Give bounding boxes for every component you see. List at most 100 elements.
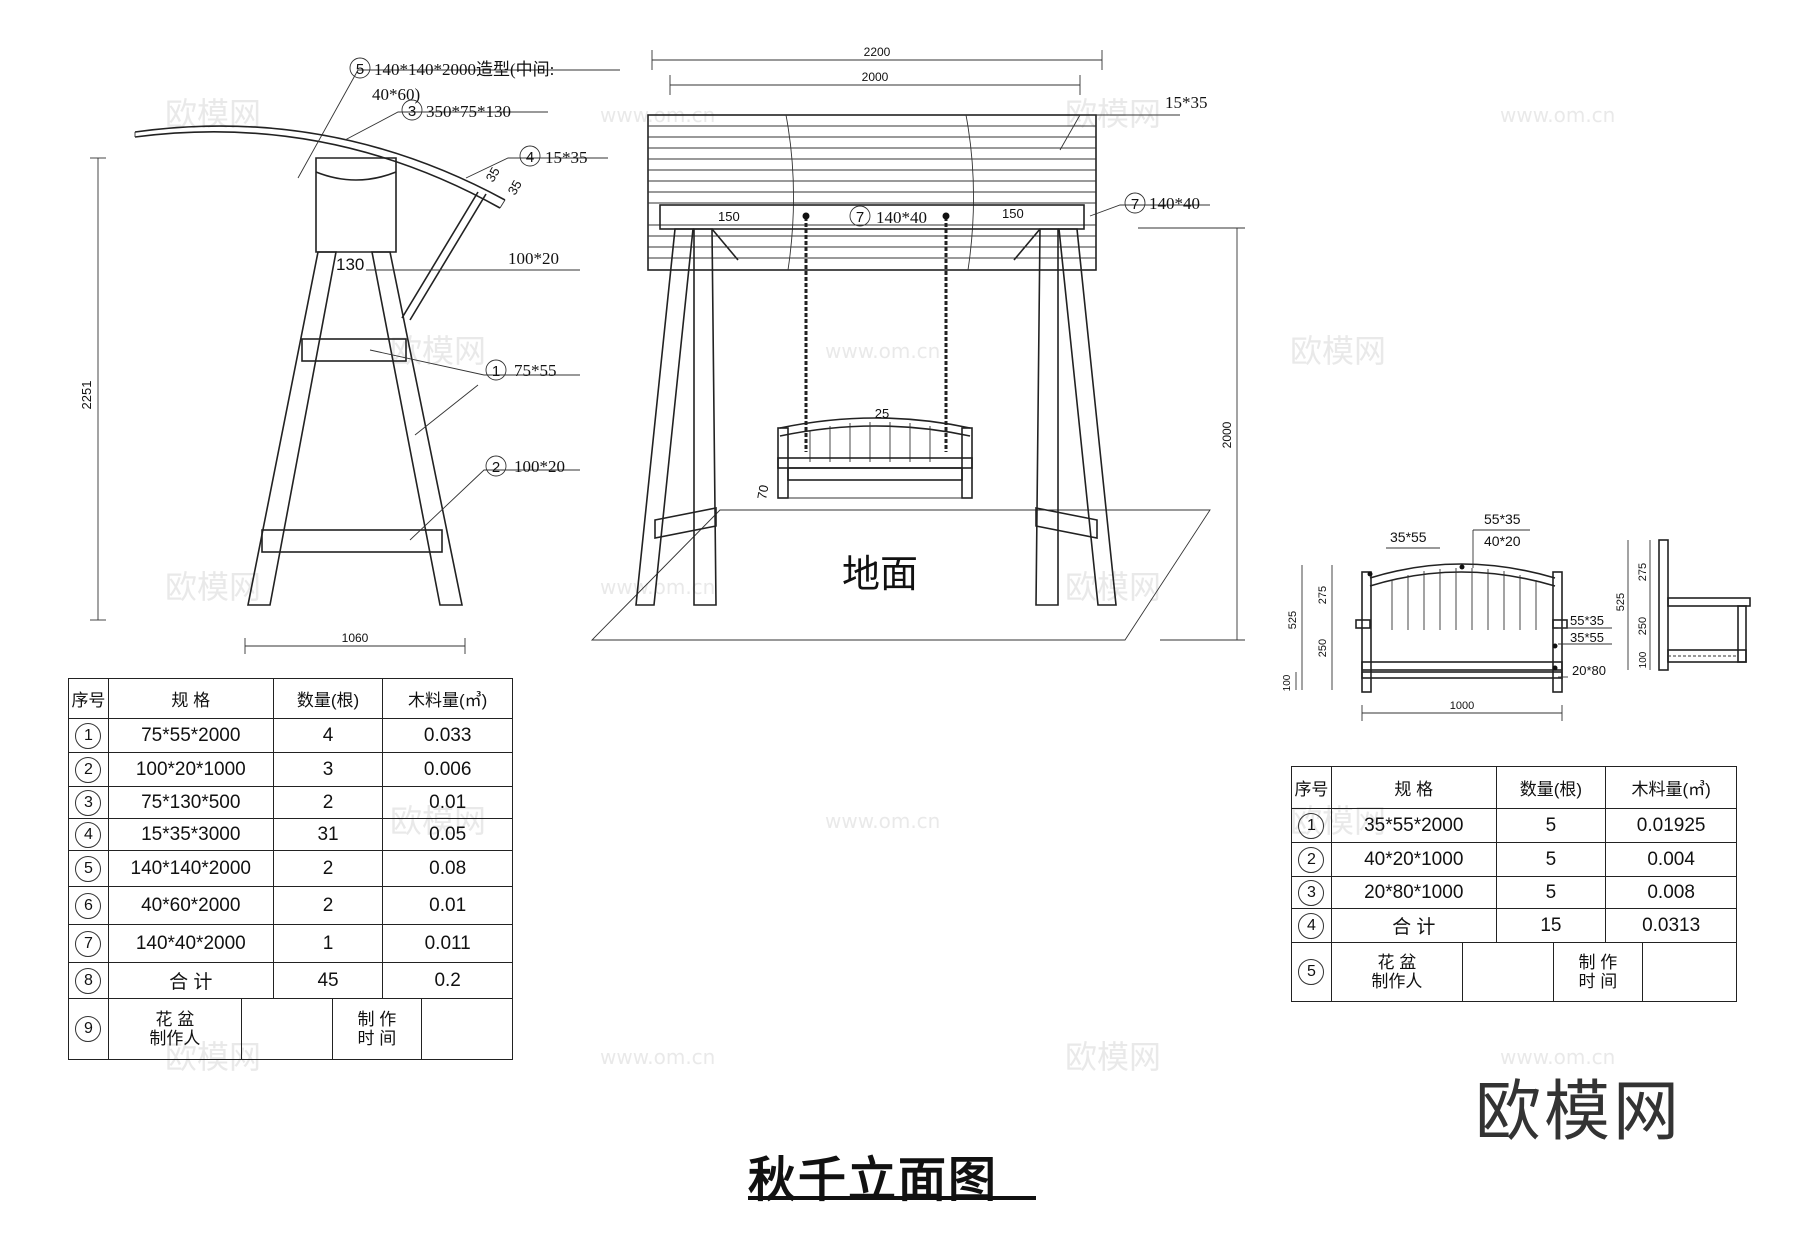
table-row: 6 40*60*2000 2 0.01: [68, 886, 513, 925]
table-row: 7 140*40*2000 1 0.011: [68, 924, 513, 963]
column-header: 数量(根): [1495, 766, 1607, 809]
front-knee-brace: [1013, 228, 1041, 261]
footer-label: 花 盆: [155, 1010, 195, 1029]
front-view: 地面: [590, 45, 1245, 641]
ground-label: 地面: [842, 554, 918, 596]
watermark: www.om.cn: [600, 575, 715, 599]
dim-label-seat: 70: [754, 484, 771, 501]
dim-label-inner: 2000: [862, 70, 889, 84]
bench-side-leg: [1737, 605, 1747, 663]
callout-circle: [349, 57, 371, 79]
front-brace-left: [654, 507, 717, 539]
dim-label: 250: [1317, 639, 1329, 657]
watermark: www.om.cn: [825, 339, 940, 363]
spec-cell: 20*80*1000: [1330, 876, 1497, 909]
footer-label: 制 作: [1578, 953, 1618, 972]
table-row: 2 100*20*1000 3 0.006: [68, 752, 513, 787]
bench-leg: [1552, 571, 1563, 693]
table-total-row: 4 合 计 15 0.0313: [1291, 908, 1737, 943]
column-header: 规 格: [1330, 766, 1497, 809]
qty-cell: 15: [1495, 908, 1607, 943]
table-row: 1 75*55*2000 4 0.033: [68, 718, 513, 753]
table-row: 5 140*140*2000 2 0.08: [68, 850, 513, 887]
side-roof-bottom: [134, 131, 501, 209]
volume-cell: 0.011: [382, 924, 513, 963]
label-beam: 140*40: [876, 208, 927, 227]
front-beam: [659, 204, 1085, 230]
dim-label: 525: [1615, 593, 1627, 611]
table-header-row: 序号 规 格 数量(根) 木料量(㎥): [1291, 766, 1737, 809]
callout-number: 7: [856, 209, 864, 226]
volume-cell: 0.033: [382, 718, 513, 753]
column-header: 规 格: [107, 678, 274, 719]
signature-blank: [242, 999, 333, 1059]
label-item3: 350*75*130: [426, 102, 511, 121]
leader-line: [414, 384, 479, 436]
qty-cell: 2: [272, 786, 384, 819]
front-knee-brace: [711, 228, 739, 261]
label-item5: 140*140*2000造型(中间:: [374, 60, 554, 79]
row-number: 3: [1298, 879, 1325, 906]
side-brace-lower: [261, 529, 443, 553]
label-brace: 100*20: [508, 249, 559, 268]
leader-line: [1089, 204, 1210, 217]
qty-cell: 2: [272, 886, 384, 925]
watermark: 欧模网: [1065, 1038, 1161, 1076]
dim-label: 1000: [1450, 700, 1474, 712]
dim-label-seat: 25: [875, 406, 889, 421]
qty-cell: 3: [272, 752, 384, 787]
watermark: 欧模网: [1290, 332, 1386, 370]
chain-anchor: [942, 212, 950, 220]
front-leg-left-inner: [693, 228, 717, 606]
swing-seat: [777, 417, 973, 499]
leader-line: [1059, 114, 1180, 151]
watermark: 欧模网: [1065, 95, 1161, 133]
callout-number: 2: [492, 459, 500, 476]
dim-label-width: 1060: [342, 631, 369, 645]
volume-cell: 0.01: [382, 786, 513, 819]
row-number: 1: [75, 722, 102, 749]
volume-cell: 0.01: [382, 886, 513, 925]
bench-slats: [1391, 568, 1537, 630]
dim-label-outer: 2200: [864, 45, 891, 59]
date-blank: [422, 999, 512, 1059]
bench-seat: [1361, 661, 1563, 671]
table-footer-row: 9 花 盆 制作人 制 作 时 间: [68, 998, 514, 1060]
footer-label: 制 作: [357, 1010, 397, 1029]
row-number: 3: [75, 789, 102, 816]
signature-blank: [1463, 943, 1554, 1001]
brand-logo: 欧模网: [1475, 1073, 1682, 1150]
spec-cell: 40*60*2000: [107, 886, 274, 925]
row-number: 6: [75, 892, 102, 919]
front-leg-left-outer: [635, 228, 694, 606]
volume-cell: 0.0313: [1605, 908, 1737, 943]
roof-slats: [648, 114, 1096, 271]
row-number: 7: [75, 930, 102, 957]
bench-side-arm: [1667, 597, 1751, 607]
title-underline: [748, 1196, 1036, 1200]
chain-anchor: [802, 212, 810, 220]
qty-cell: 45: [272, 962, 384, 999]
watermark: 欧模网: [390, 332, 486, 370]
dim-label: 250: [1637, 617, 1649, 635]
side-roof-ends: [134, 132, 506, 209]
table-row: 2 40*20*1000 5 0.004: [1291, 842, 1737, 877]
side-roof-top: [134, 125, 506, 201]
watermark: www.om.cn: [1500, 103, 1615, 127]
bench-side-back: [1658, 539, 1669, 671]
leader-line: [344, 111, 548, 141]
volume-cell: 0.2: [382, 962, 513, 999]
side-roof-strut: [409, 193, 487, 321]
label-item4: 15*35: [545, 148, 588, 167]
volume-cell: 0.004: [1605, 842, 1737, 877]
row-number: 9: [75, 1016, 102, 1042]
table-header-row: 序号 规 格 数量(根) 木料量(㎥): [68, 678, 513, 719]
callout-circle: [849, 205, 871, 227]
watermark: 欧模网: [165, 568, 261, 606]
callout-circle: [485, 455, 507, 477]
dim-label: 35: [505, 177, 525, 197]
row-number: 2: [1298, 846, 1325, 873]
spec-cell: 140*140*2000: [107, 850, 274, 887]
callout-number: 7: [1131, 196, 1139, 213]
table-total-row: 8 合 计 45 0.2: [68, 962, 513, 999]
